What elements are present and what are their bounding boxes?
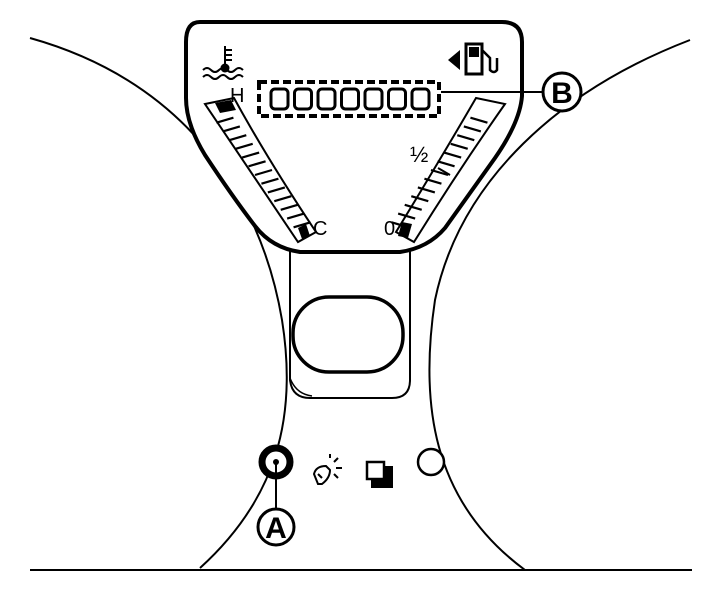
fuel-tick	[397, 212, 416, 220]
fuel-tick	[443, 151, 462, 159]
temperature-tick	[241, 151, 260, 159]
callout-a-circle	[256, 507, 296, 547]
fuel-tick	[424, 177, 442, 185]
right-knob-icon[interactable]	[416, 447, 446, 477]
callout-b-label: B	[551, 77, 573, 110]
odometer-digit-cell	[340, 87, 360, 111]
odometer-digit-cell	[363, 87, 384, 111]
fuel-pump-icon	[448, 42, 499, 76]
temperature-tick	[216, 116, 234, 124]
temperature-tick	[293, 221, 311, 229]
fuel-tick	[430, 168, 449, 177]
temperature-hot-label: H	[230, 85, 244, 107]
odometer-digit-cell	[410, 87, 431, 111]
temperature-tick	[222, 125, 241, 133]
temperature-gauge-band	[203, 96, 318, 244]
fuel-tick	[470, 116, 488, 124]
coolant-temperature-icon	[202, 46, 244, 80]
temperature-gauge-ticks	[216, 116, 311, 229]
fuel-empty-marker	[398, 222, 412, 238]
fuel-gauge-ticks	[391, 116, 488, 229]
odometer-digit-cell	[269, 87, 290, 111]
fuel-gauge-band	[394, 96, 507, 244]
center-window	[291, 295, 405, 374]
temperature-tick	[273, 195, 292, 203]
center-panel	[289, 250, 411, 399]
temperature-tick	[254, 168, 273, 177]
fuel-tick	[456, 134, 475, 142]
cluster-outline-left	[29, 37, 288, 569]
temperature-tick	[261, 177, 279, 185]
temperature-tick	[267, 186, 286, 194]
fuel-tick	[417, 186, 436, 194]
odometer-digit-cell	[293, 87, 313, 111]
fuel-tick	[437, 160, 455, 168]
temperature-tick	[286, 212, 305, 220]
callout-a-label: A	[265, 512, 287, 545]
temperature-tick	[280, 203, 299, 211]
temperature-tick	[248, 160, 266, 168]
temperature-cold-label: C	[313, 218, 327, 240]
fuel-half-line	[437, 167, 451, 176]
cluster-outline-right	[428, 39, 691, 571]
fuel-half-label: ½	[410, 142, 428, 167]
odometer-digit-cell	[387, 87, 407, 111]
temperature-cold-marker	[298, 224, 310, 239]
fuel-tick	[450, 142, 469, 150]
square-switch-icon	[365, 460, 393, 488]
center-inner-line-left	[289, 377, 313, 397]
dimmer-icon	[312, 454, 342, 485]
odometer-digit-cells	[269, 87, 431, 111]
fuel-tick	[410, 195, 429, 203]
callout-b-circle	[541, 71, 583, 113]
temperature-hot-marker	[215, 100, 236, 113]
fuel-tick	[463, 125, 482, 133]
temperature-tick	[235, 142, 254, 150]
odometer-dashed-frame	[257, 80, 441, 118]
fuel-empty-label: 0	[384, 218, 395, 240]
odometer-digit-cell	[316, 87, 337, 111]
fuel-tick	[404, 203, 423, 211]
temperature-tick	[228, 134, 247, 142]
